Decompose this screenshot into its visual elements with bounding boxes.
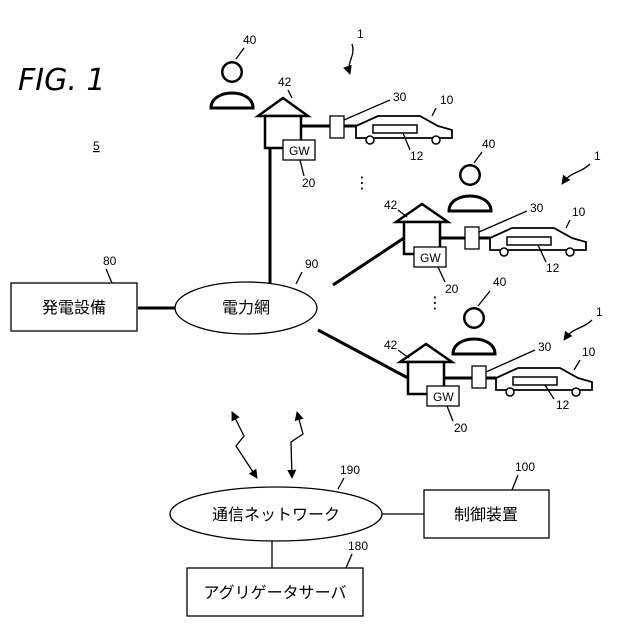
figure-title: FIG. 1 — [18, 63, 106, 98]
ref-battery-middle: 12 — [546, 261, 560, 275]
vehicle-icon — [356, 116, 452, 144]
aggregator-label: アグリゲータサーバ — [203, 583, 346, 602]
wireless-arrow-right — [291, 412, 303, 478]
user-icon — [453, 307, 495, 354]
vehicle-icon — [496, 368, 592, 396]
gateway-label-top: GW — [289, 144, 310, 158]
ref-gateway-top: 20 — [302, 176, 316, 190]
ref-user-middle: 40 — [482, 137, 496, 151]
ref-user-bottom: 40 — [493, 275, 507, 289]
connector-top — [330, 116, 344, 138]
ellipsis-2: ⋮ — [427, 293, 443, 312]
ref-vehicle-bottom: 10 — [582, 345, 596, 359]
gateway-label-bottom: GW — [433, 390, 454, 404]
ref-house-top: 42 — [278, 75, 292, 89]
system-arrow-top — [349, 44, 353, 74]
ref-connector-middle: 30 — [530, 201, 544, 215]
ref-system-bottom: 1 — [596, 305, 603, 319]
system-unit-top: 1 40 42 GW 20 30 1 — [211, 27, 454, 190]
ref-gateway-bottom: 20 — [454, 421, 468, 435]
ref-vehicle-middle: 10 — [572, 205, 586, 219]
ref-battery-bottom: 12 — [556, 398, 570, 412]
ref-network: 190 — [340, 463, 360, 477]
user-icon — [449, 164, 491, 211]
connector-bottom — [472, 366, 486, 388]
wireless-arrow-left — [232, 412, 257, 478]
ref-battery-top: 12 — [410, 149, 424, 163]
ref-aggregator: 180 — [348, 539, 368, 553]
battery-bottom — [513, 377, 557, 385]
system-unit-bottom: 1 40 42 GW 20 30 10 12 — [384, 275, 603, 435]
ref-system-top: 1 — [357, 27, 364, 41]
ref-controller: 100 — [515, 460, 535, 474]
power-grid-label: 電力網 — [222, 298, 270, 317]
battery-middle — [507, 237, 551, 245]
power-plant-label: 発電設備 — [42, 298, 106, 317]
ref-house-middle: 42 — [384, 198, 398, 212]
ref-user-top: 40 — [243, 33, 257, 47]
ref-system-middle: 1 — [594, 149, 601, 163]
ref-grid: 90 — [305, 257, 319, 271]
connector-middle — [465, 227, 479, 249]
system-reference-5: 5 — [93, 139, 100, 153]
controller-label: 制御装置 — [454, 505, 518, 524]
battery-top — [373, 125, 417, 133]
ref-house-bottom: 42 — [384, 338, 398, 352]
vehicle-icon — [490, 228, 586, 256]
ref-power-plant: 80 — [103, 254, 117, 268]
ref-vehicle-top: 10 — [440, 93, 454, 107]
user-icon — [211, 61, 253, 108]
ref-connector-top: 30 — [393, 90, 407, 104]
ref-connector-bottom: 30 — [538, 340, 552, 354]
ref-gateway-middle: 20 — [445, 282, 459, 296]
ellipsis-1: ⋮ — [354, 173, 370, 192]
gateway-label-middle: GW — [420, 251, 441, 265]
network-label: 通信ネットワーク — [212, 505, 340, 524]
power-line-middle — [333, 238, 404, 285]
